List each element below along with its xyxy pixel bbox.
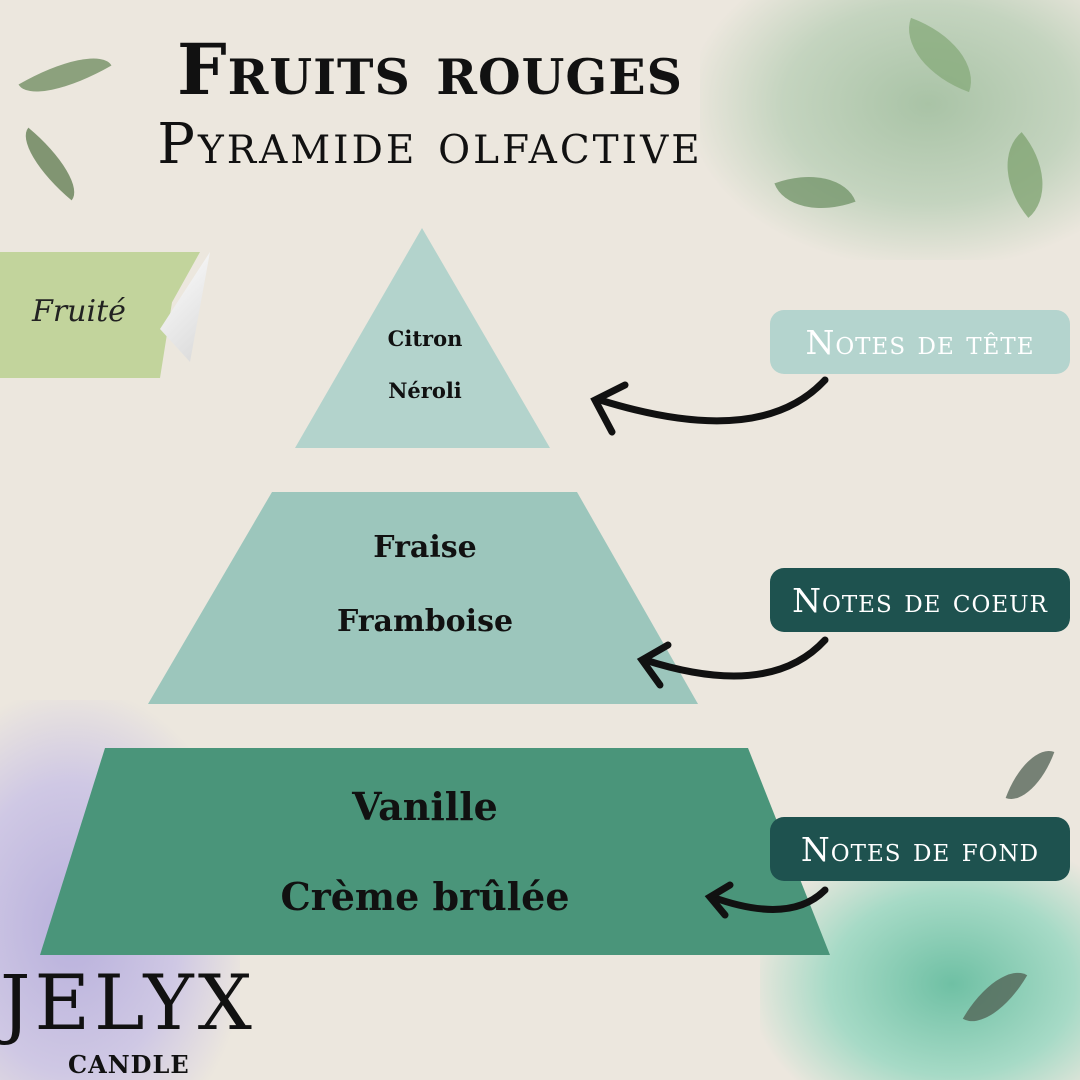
top-note: Néroli [388,378,462,403]
middle-note: Fraise [373,530,477,565]
label-heart-notes: Notes de coeur [770,568,1070,632]
pyramid-top-tier [295,228,550,448]
brand-logo: JELYX [0,958,256,1047]
page-title: Fruits rouges [176,28,683,111]
top-note: Citron [387,326,463,351]
base-note: Vanille [352,784,498,829]
label-top-notes: Notes de tête [770,310,1070,374]
arrow-top-head [590,381,629,436]
label-base-notes: Notes de fond [770,817,1070,881]
page-subtitle: Pyramide olfactive [157,112,703,177]
arrow-middle [641,636,829,680]
brand-subtitle: CANDLE [68,1050,190,1079]
family-tag-label: Fruité [32,294,126,329]
arrow-base [708,886,829,913]
pyramid-base-tier [40,748,830,955]
arrow-top [596,376,829,425]
arrow-base-head [704,881,734,919]
middle-note: Framboise [336,604,514,639]
pyramid-middle-tier [148,492,698,704]
arrow-middle-head [636,641,672,689]
base-note: Crème brûlée [280,874,570,919]
watercolor-top-right [700,0,1080,260]
